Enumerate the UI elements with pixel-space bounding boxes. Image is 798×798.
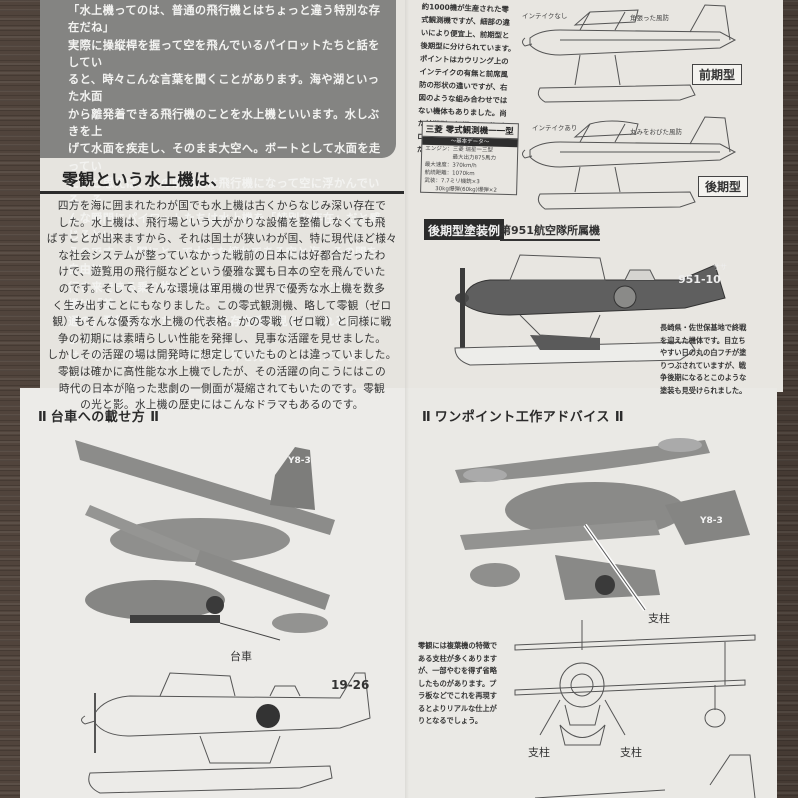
advice-photo-tail-code: Y8-3 [700,516,723,526]
intro-text-box: 「水上機ってのは、普通の飛行機とはちょっと違う特別な存在だね」 実際に操縦桿を握… [40,0,396,380]
late-variant-line-drawing-icon [522,116,737,210]
body-line: 零観は確かに高性能な水上機でしたが、その活躍の向こうにはこの [57,365,387,378]
section-body-text: 四方を海に囲まれたわが国でも水上機は古くからなじみ深い存在で した。水上機は、飛… [44,198,400,414]
advice-heading-text: ワンポイント工作アドバイス [434,410,610,425]
tail-code-prefix: ササ [713,263,727,271]
note-line: やすい日の丸の白フチが塗 [660,348,747,357]
caption-strut-left: 支柱 [528,746,550,759]
intro-line: 通の」飛行機とはちょっと違う存在感を見せてくれるのでしょう。で [68,315,381,346]
note-line: 塗装も見受けられました。 [660,385,747,395]
caption-strut: 支柱 [648,612,670,625]
note-line: りつぶされていますが、戦 [660,360,746,370]
caption-dolly: 台車 [230,650,252,663]
livery-note: 長崎県・佐世保基地で終戦 を迎えた機体です。目立ち やすい日の丸の白フチが塗 り… [660,322,772,397]
intro-line: は、そんな魅力的な水上機の世界を見ていくことにしましょう。 [68,349,381,381]
intro-line: うのです。人間にとって大きな憧れである空と海、その間を自由に [68,246,379,277]
heading-bar-left: II [38,410,47,425]
mounting-heading: II 台車への載せ方 II [38,406,159,425]
note-line: が、一部やむを得ず省略 [418,666,497,675]
note-line: したものがあります。プ [418,678,497,688]
body-line: しかしその活躍の場は開発時に想定していたものとは違っていました。 [47,349,397,362]
strut-advice-note: 零観には複葉機の特徴で ある支柱が多くあります が、一部やむを得ず省略 したもの… [418,640,510,728]
intro-line: ると、時々こんな言葉を聞くことがあります。海や湖といった水面 [68,73,380,104]
note-line: を迎えた機体です。目立ち [660,335,746,345]
heading-bar-right: II [150,410,159,425]
callout-rounded-windshield: 丸みをおびた風防 [630,128,682,136]
photo-tail-code-left: Y8-3 [288,456,311,466]
side-view-line-drawing-icon [81,672,371,794]
body-line: 観）もそんな優秀な水上機の代表格。かの零戦（ゼロ戦）と同様に戦 [52,316,392,329]
front-view-line-drawing-icon [514,620,756,798]
body-line: 四方を海に囲まれたわが国でも水上機は古くからなじみ深い存在で [57,200,387,212]
note-line: りとなるでしょう。 [418,716,483,725]
tail-code: 951-10 [678,273,721,286]
callout-angular-windshield: 角張った風防 [630,14,669,22]
section-heading-text: 零観という水上機は、 [62,170,228,189]
late-variant-livery-plane-icon [454,254,726,366]
body-line: 時代の日本が陥った悲劇の一側面が凝縮されてもいたのです。零観 [58,382,386,395]
intro-line: んな瞬間にパイロットたちは水上機を「特別な存在」だと感じるとい [68,211,381,242]
caption-strut-right: 支柱 [620,746,642,759]
heading-bar-right: II [614,410,624,425]
callout-no-intake: インテイクなし [522,12,568,20]
note-line: るとよりリアルな仕上が [418,703,497,713]
advice-heading: II ワンポイント工作アドバイス II [422,406,624,425]
intro-line: 実際に操縦桿を握って空を飛んでいるパイロットたちと話をしてい [68,38,380,69]
mounting-heading-text: 台車への載せ方 [50,410,146,425]
body-line: く生み出すことにもなりました。この零式観測機、略して零観（ゼロ [52,299,392,312]
livery-subtitle: 第951航空隊所属機 [500,222,600,241]
body-line: な社会システムが整っていなかった戦前の日本には好都合だったわ [58,249,386,262]
note-line: 争後期になるとこのような [660,373,747,382]
body-line: のです。そして、そんな環境は軍用機の世界で優秀な水上機を数多 [58,282,386,295]
body-line: ばすことが出来ますから、それは国土が狭いわが国、特に現代ほど様々 [46,233,398,246]
section-heading: 零観という水上機は、 [40,166,404,194]
drawing-tail-code: 19-26 [331,678,370,692]
intro-line: 行き来できる乗り物は水上機の他にありません。だから水上機は「普 [68,280,381,312]
callout-with-intake: インテイクあり [532,124,578,132]
livery-tag: 後期型塗装例 [424,219,505,240]
badge-early-variant: 前期型 [692,64,743,85]
heading-bar-left: II [422,410,431,425]
note-line: ラ板などでこれを再現す [418,691,497,700]
model-photo-on-dolly-icon [75,440,335,641]
paper-fold-line [405,0,409,798]
body-line: した。水上機は、飛行場という大がかりな設備を整備しなくても飛 [58,216,386,229]
intro-line: 「水上機ってのは、普通の飛行機とはちょっと違う特別な存在だね」 [68,4,381,35]
note-line: 長崎県・佐世保基地で終戦 [660,323,747,332]
body-line: 争の初期には素晴らしい性能を発揮し、見事な活躍を見せました。 [57,332,387,345]
intro-line: たかと思えば、次の瞬間には飛行機になって空に浮かんでいる、そ [68,176,380,208]
model-photo-struts-icon [455,438,750,612]
body-line: けで、遊覧用の飛行艇などという優雅な翼も日本の空を飛んでいた [58,266,386,279]
intro-line: から離発着できる飛行機のことを水上機といいます。水しぶきを上 [68,107,380,139]
note-line: 零観には複葉機の特徴で [418,641,498,650]
spec-data-box: 三菱 零式観測機一一型 〜基本データ〜 エンジン：三菱 瑞星一三型 最大出力87… [420,120,519,196]
early-variant-line-drawing-icon [522,4,737,103]
body-line: の光と影。水上機の歴史にはこんなドラマもあるのです。 [80,399,364,412]
note-line: ある支柱が多くあります [418,653,498,663]
intro-line: げて水面を疾走し、そのまま大空へ。ボートとして水面を走ってい [68,142,381,173]
badge-late-variant: 後期型 [698,176,749,197]
